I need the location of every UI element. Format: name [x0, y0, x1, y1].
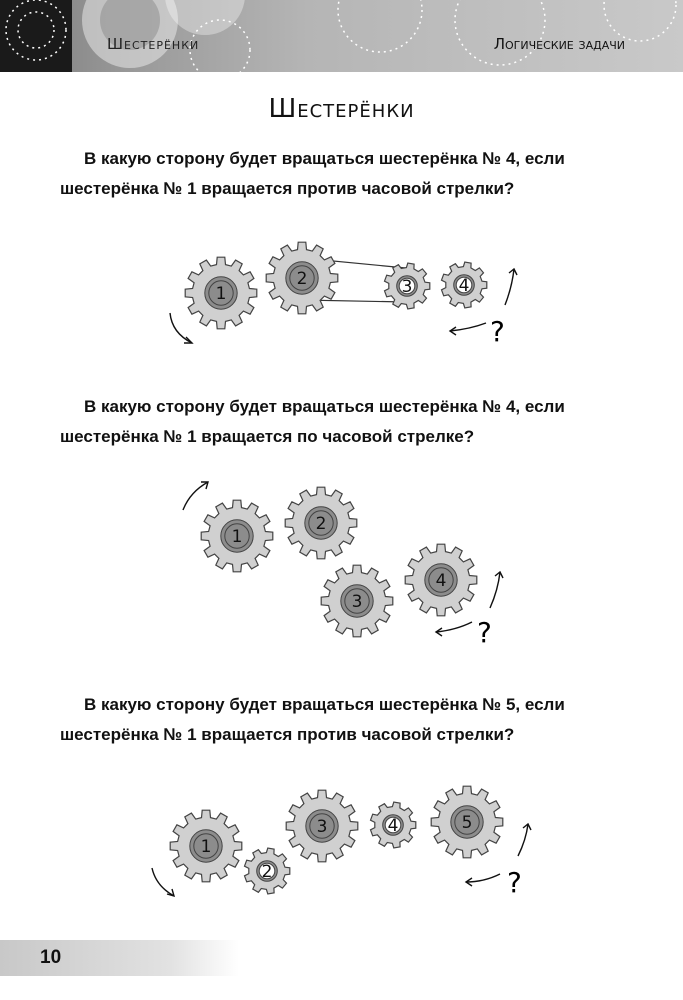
gear-hub-inner	[384, 816, 402, 834]
gear-number: 1	[201, 837, 212, 857]
rotation-arrow	[169, 312, 193, 344]
page-footer-band	[0, 940, 683, 976]
question-mark: ?	[507, 866, 522, 899]
question-1-line-2: шестерёнка № 1 вращается против часовой …	[60, 179, 515, 198]
gear-hub-inner	[428, 567, 454, 593]
gear-number: 2	[297, 269, 308, 289]
header-book-title: Логические задачи	[493, 35, 625, 53]
rotation-arrow	[182, 481, 209, 511]
gear-hub-inner	[258, 862, 276, 880]
gear-3: 3	[285, 789, 359, 863]
rotation-arrow	[435, 621, 473, 633]
rotation-arrow	[449, 322, 487, 332]
page-header: Шестерёнки Логические задачи	[0, 0, 683, 72]
question-mark: ?	[477, 616, 492, 649]
gear-1: 1	[200, 499, 274, 573]
gear-hub-inner	[289, 265, 315, 291]
rotation-arrow	[151, 867, 175, 897]
gear-number: 4	[459, 276, 470, 296]
gear-hub-inner	[344, 588, 370, 614]
gear-number: 3	[317, 817, 328, 837]
gear-hub-inner	[224, 523, 250, 549]
gear-number: 1	[232, 527, 243, 547]
question-2-line-1: В какую сторону будет вращаться шестерён…	[84, 397, 565, 416]
question-2-text: В какую сторону будет вращаться шестерён…	[60, 392, 650, 452]
gear-hub-inner	[454, 809, 480, 835]
gear-hub-inner	[309, 813, 335, 839]
gear-number: 1	[216, 284, 227, 304]
question-3-text: В какую сторону будет вращаться шестерён…	[60, 690, 650, 750]
gears-figure-2: 1 2 3 4 ?	[182, 481, 504, 649]
header-circles-decoration	[5, 0, 677, 72]
question-3-line-2: шестерёнка № 1 вращается против часовой …	[60, 725, 515, 744]
question-1-line-1: В какую сторону будет вращаться шестерён…	[84, 149, 565, 168]
rotation-arrow	[489, 571, 501, 609]
header-section-title: Шестерёнки	[107, 35, 200, 53]
gear-3: 3	[320, 564, 394, 638]
gear-number: 3	[402, 277, 413, 297]
gears-figure-1: 1 2 3 4 ?	[169, 241, 518, 348]
gear-4: 4	[404, 543, 478, 617]
gear-hub-inner	[193, 833, 219, 859]
gear-3: 3	[383, 262, 431, 310]
rotation-arrow	[465, 873, 501, 883]
gear-5: 5	[430, 785, 504, 859]
page-number: 10	[40, 947, 62, 968]
question-3-line-1: В какую сторону будет вращаться шестерён…	[84, 695, 565, 714]
question-mark: ?	[490, 315, 505, 348]
gears-figure-3: 1 2 3 4 5 ?	[151, 785, 532, 899]
gear-4: 4	[369, 801, 417, 849]
gear-hub-inner	[398, 277, 416, 295]
question-1-text: В какую сторону будет вращаться шестерён…	[60, 144, 650, 204]
gear-number: 3	[352, 592, 363, 612]
gear-4: 4	[440, 261, 488, 309]
gear-2: 2	[284, 486, 358, 560]
gear-number: 5	[462, 813, 473, 833]
rotation-arrow	[517, 823, 529, 857]
gear-number: 4	[388, 816, 399, 836]
gear-number: 2	[316, 514, 327, 534]
gear-2: 2	[265, 241, 339, 315]
gear-hub-inner	[208, 280, 234, 306]
rotation-arrow	[504, 268, 515, 306]
question-2-line-2: шестерёнка № 1 вращается по часовой стре…	[60, 427, 475, 446]
gear-1: 1	[184, 256, 258, 330]
page-title: Шестерёнки	[268, 94, 415, 124]
gear-2: 2	[243, 847, 291, 895]
gear-hub-inner	[455, 276, 473, 294]
gear-number: 2	[262, 862, 273, 882]
gear-number: 4	[436, 571, 447, 591]
gear-1: 1	[169, 809, 243, 883]
gear-hub-inner	[308, 510, 334, 536]
